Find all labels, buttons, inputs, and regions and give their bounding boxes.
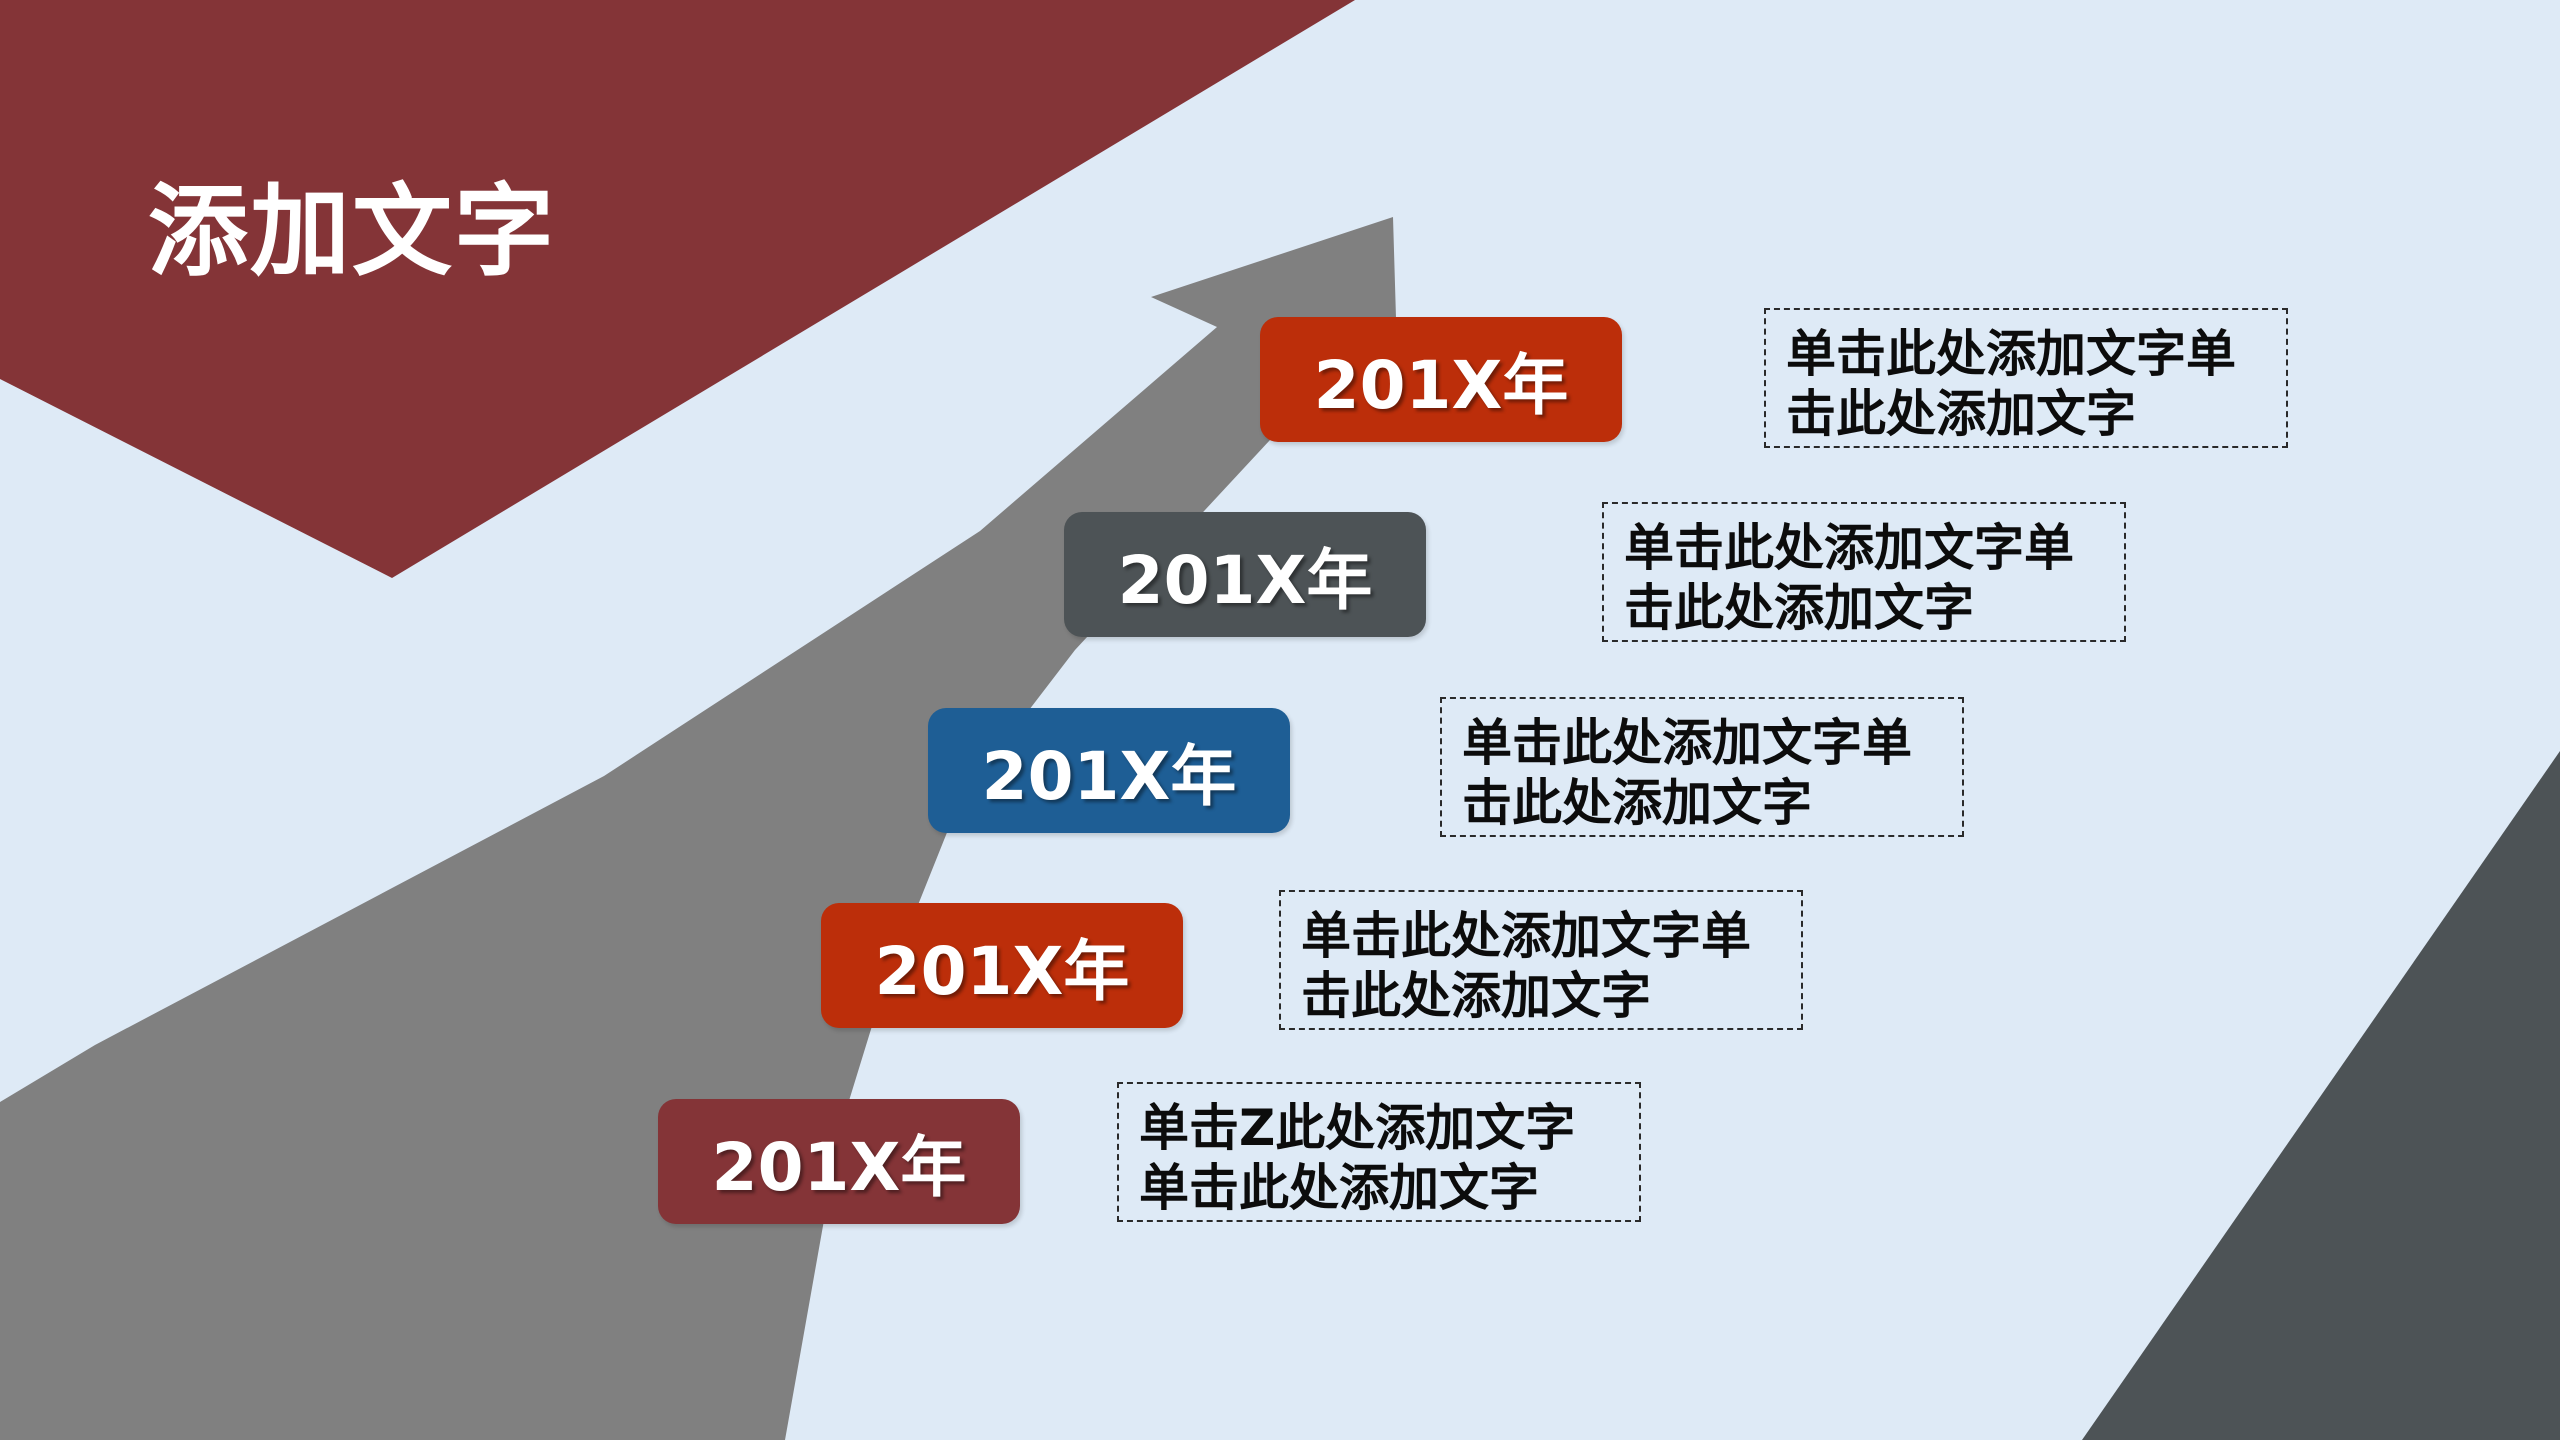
description-box-5[interactable]: 单击Z此处添加文字 单击此处添加文字: [1117, 1082, 1641, 1222]
year-badge-5[interactable]: 201X年: [658, 1099, 1020, 1224]
description-box-1[interactable]: 单击此处添加文字单 击此处添加文字: [1764, 308, 2288, 448]
year-badge-4[interactable]: 201X年: [821, 903, 1183, 1028]
description-box-4[interactable]: 单击此处添加文字单 击此处添加文字: [1279, 890, 1803, 1030]
maroon-banner-shape: [0, 0, 1355, 578]
dark-corner-shape: [2082, 751, 2560, 1440]
year-badge-2[interactable]: 201X年: [1064, 512, 1426, 637]
growth-arrow-shape: [0, 217, 1396, 1440]
year-badge-3[interactable]: 201X年: [928, 708, 1290, 833]
slide-title: 添加文字: [148, 173, 556, 290]
description-box-2[interactable]: 单击此处添加文字单 击此处添加文字: [1602, 502, 2126, 642]
year-badge-1[interactable]: 201X年: [1260, 317, 1622, 442]
description-box-3[interactable]: 单击此处添加文字单 击此处添加文字: [1440, 697, 1964, 837]
